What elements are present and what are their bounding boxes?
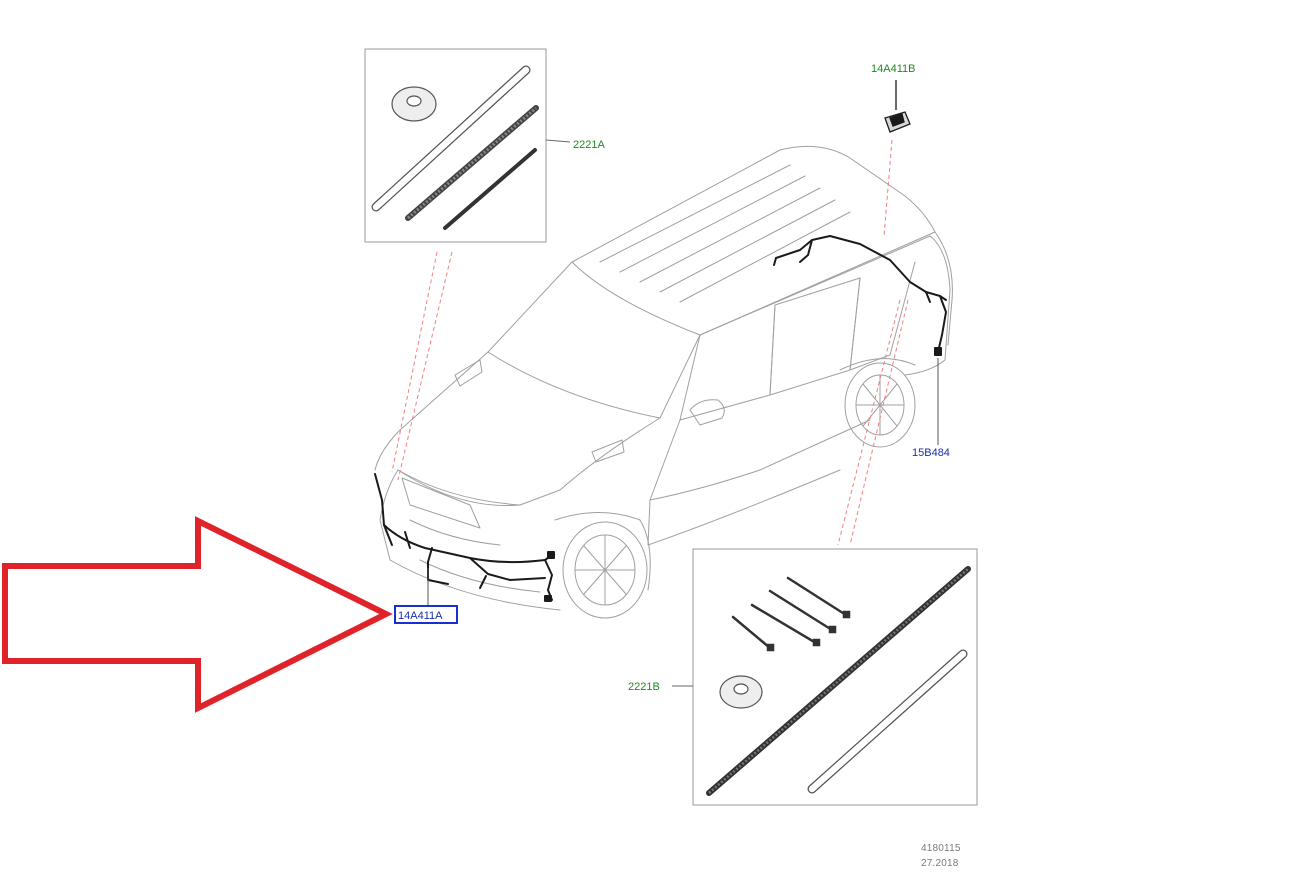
front-wiring-harness — [374, 473, 555, 602]
leader-lines — [391, 139, 909, 546]
highlight-box-14a411a — [394, 605, 458, 624]
callout-2221b[interactable]: 2221B — [628, 681, 660, 693]
callout-14a411a[interactable]: 14A411A — [398, 610, 443, 622]
callout-15b484[interactable]: 15B484 — [912, 447, 950, 459]
drawing-date: 27.2018 — [921, 858, 959, 869]
rear-wiring-harness — [773, 235, 947, 356]
kit-box-b — [692, 548, 978, 806]
kit-box-a — [364, 48, 547, 243]
vehicle-outline — [374, 145, 953, 619]
red-pointer-arrow — [2, 516, 393, 713]
rear-connector — [884, 80, 911, 133]
callout-2221a[interactable]: 2221A — [573, 139, 605, 151]
kit-a-leader — [545, 139, 571, 143]
drawing-number: 4180115 — [921, 843, 961, 854]
callout-14a411b[interactable]: 14A411B — [871, 63, 915, 75]
